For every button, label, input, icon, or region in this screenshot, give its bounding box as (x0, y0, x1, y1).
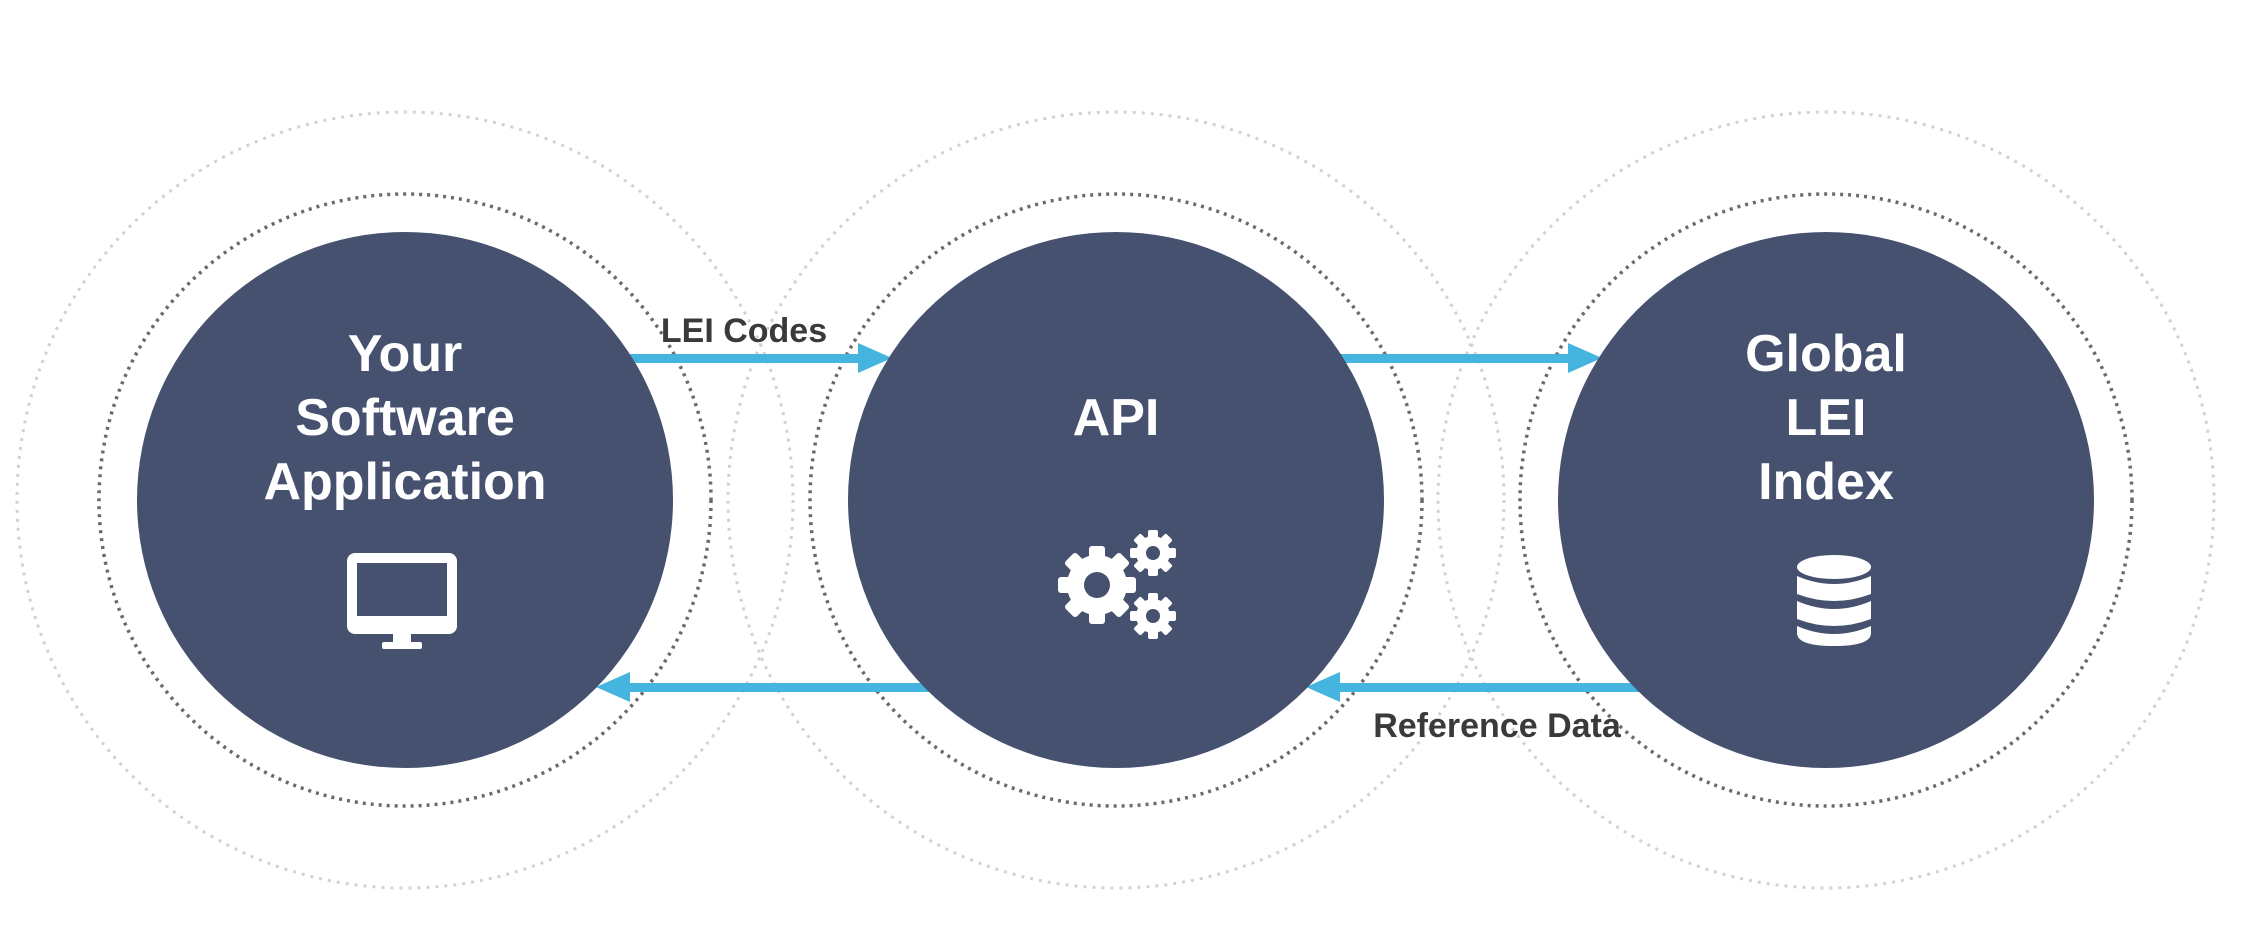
gear-small-top-icon (1130, 530, 1176, 576)
inner-ring-software (97, 192, 713, 808)
arrow-shaft (628, 683, 938, 692)
node-title-line: Software (295, 389, 515, 447)
node-global-lei-index: Global LEI Index (1558, 232, 2094, 768)
edge-api-to-index (1340, 343, 1602, 373)
node-circle (848, 232, 1384, 768)
edge-label-reference-data: Reference Data (1373, 707, 1622, 745)
node-software-application: Your Software Application (137, 232, 673, 768)
node-api: API (848, 232, 1384, 768)
node-title-line: Index (1758, 453, 1894, 511)
arrow-shaft (630, 354, 860, 363)
edge-index-to-api (1306, 672, 1648, 702)
arrow-shaft (1338, 683, 1648, 692)
monitor-icon (347, 553, 457, 649)
node-title-line: Application (263, 453, 546, 511)
gear-large-icon (1058, 546, 1136, 624)
database-icon (1797, 555, 1871, 646)
outer-ring-software (15, 110, 795, 890)
arrow-shaft (1340, 354, 1570, 363)
edge-layer (596, 343, 1648, 702)
arrow-head (1306, 672, 1340, 702)
node-circle (1558, 232, 2094, 768)
node-title-line: Global (1745, 325, 1907, 383)
inner-ring-api (808, 192, 1424, 808)
arrow-head (596, 672, 630, 702)
node-title-line: API (1073, 389, 1160, 447)
inner-ring-index (1518, 192, 2134, 808)
node-title-line: Your (348, 325, 463, 383)
node-circle (137, 232, 673, 768)
ring-layer (15, 110, 2216, 890)
edge-label-lei-codes: LEI Codes (661, 312, 827, 350)
edge-api-to-software (596, 672, 938, 702)
node-title-line: LEI (1786, 389, 1867, 447)
gears-icon (1058, 530, 1176, 639)
outer-ring-index (1436, 110, 2216, 890)
gear-small-bottom-icon (1130, 593, 1176, 639)
outer-ring-api (726, 110, 1506, 890)
arrow-head (1568, 343, 1602, 373)
arrow-head (858, 343, 892, 373)
edge-software-to-api (630, 343, 892, 373)
